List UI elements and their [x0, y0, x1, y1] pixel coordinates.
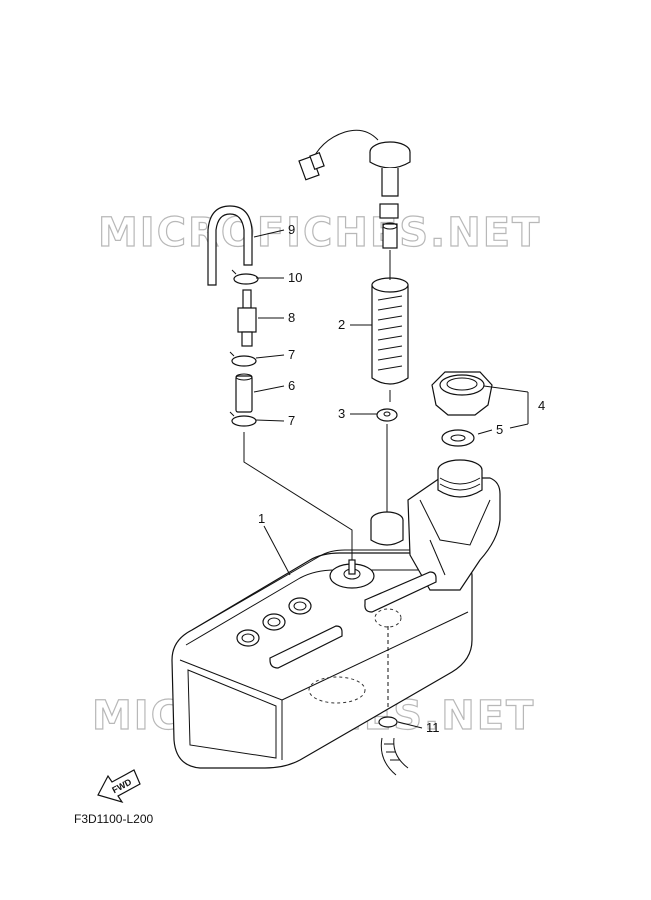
short-hose[interactable]	[235, 373, 253, 413]
filler-neck	[437, 459, 483, 498]
fwd-arrow-icon: FWD	[97, 769, 141, 804]
callout-10: 10	[288, 270, 302, 285]
callout-1: 1	[258, 511, 265, 526]
vent-hose[interactable]	[207, 205, 253, 286]
hose-clip-10[interactable]	[231, 269, 259, 285]
fuel-sender-cap[interactable]	[298, 129, 411, 249]
callout-7-upper: 7	[288, 347, 295, 362]
callout-11: 11	[426, 720, 440, 735]
fuel-cap[interactable]	[431, 371, 493, 416]
callout-5: 5	[496, 422, 503, 437]
hose-clip-7-lower[interactable]	[229, 411, 257, 427]
joint-fitting[interactable]	[237, 289, 257, 347]
fuel-strainer[interactable]	[371, 250, 409, 402]
sender-socket	[370, 511, 404, 546]
fuel-tank[interactable]	[171, 477, 501, 769]
callout-4: 4	[538, 398, 545, 413]
hose-clip-7-upper[interactable]	[229, 351, 257, 367]
hose-clip-11[interactable]	[378, 716, 398, 728]
callout-3: 3	[338, 406, 345, 421]
grommet[interactable]	[376, 408, 398, 422]
callout-8: 8	[288, 310, 295, 325]
callout-2: 2	[338, 317, 345, 332]
callout-6: 6	[288, 378, 295, 393]
fuel-line-hose	[380, 737, 409, 776]
diagram-code: F3D1100-L200	[74, 812, 154, 826]
cap-gasket[interactable]	[441, 429, 475, 447]
leader-lines	[253, 229, 529, 729]
callout-7-lower: 7	[288, 413, 295, 428]
watermark-top: MICROFICHES.NET	[98, 210, 541, 256]
callout-9: 9	[288, 222, 295, 237]
